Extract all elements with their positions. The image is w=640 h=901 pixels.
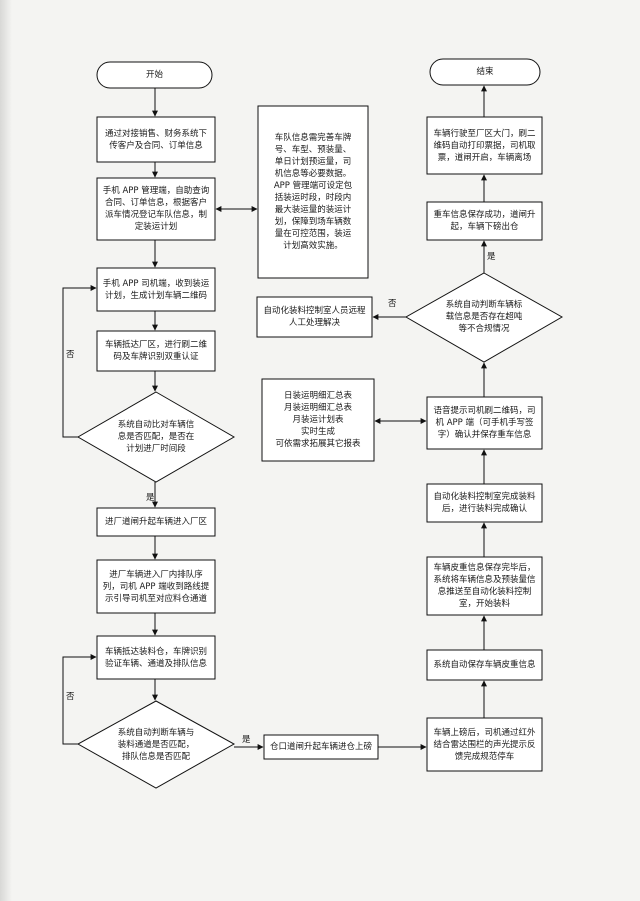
step-manual-handle: 自动化装料控制室人员远程 人工处理解决 [263, 306, 366, 328]
decision-channel-match: 系统自动判断车辆与 装料通道是否匹配， 排队信息是否匹配 [117, 728, 195, 762]
decision-overload: 系统自动判断车辆标 载信息是否存在超吨 等不合规情况 [445, 300, 523, 334]
arrow-D2-no-loop [62, 654, 97, 745]
box-R1 [426, 717, 543, 772]
box-L7 [96, 635, 216, 680]
decision-vehicle-match: 系统自动比对车辆信 息是否匹配，是否在 计划进厂时间段 [117, 420, 195, 454]
end-terminal-shape [429, 58, 541, 86]
step-queue-route: 进厂车辆进入厂内排队序 列，司机 APP 端收到路线提 示引导司机至对应料仓通道 [102, 569, 210, 604]
step-loading-confirm: 自动化装料控制室完成装料 后，进行装料完成确认 [433, 492, 536, 514]
box-L5 [96, 507, 216, 537]
box-R3 [426, 556, 543, 616]
label-no-d3: 否 [388, 299, 397, 309]
step-save-tare: 系统自动保存车辆皮重信息 [433, 660, 536, 670]
box-L3 [96, 267, 216, 312]
decision-D1 [76, 391, 236, 483]
step-voice-confirm: 语音提示司机刷二维码，司 机 APP 端（可手机手写签 字）确认并保存重车信息 [433, 406, 536, 440]
label-yes-d1: 是 [146, 493, 155, 503]
step-arrive-auth: 车辆抵达厂区，进行刷二维 码及车牌识别双重认证 [104, 340, 207, 362]
decision-D2 [76, 700, 236, 789]
step-app-plan: 手机 APP 管理端，自助查询 合同、订单信息，根据客户 派车情况登记车队信息，… [102, 186, 210, 232]
step-silo-verify: 车辆抵达装料仓，车牌识别 验证车辆、通道及排队信息 [104, 646, 207, 669]
step-driver-qr: 手机 APP 司机端，收到装运 计划，生成计划车辆二维码 [102, 278, 210, 301]
note-reports: 日装运明细汇总表 月装运明细汇总表 月装运计划表 实时生成 可依需求拓展其它报表 [275, 391, 361, 449]
end-terminal: 结束 [476, 67, 494, 77]
label-no-d2: 否 [66, 692, 75, 702]
start-terminal: 开始 [145, 70, 163, 80]
label-yes-d3: 是 [487, 252, 496, 262]
step-leave-plant: 车辆行驶至厂区大门，刷二 维码自动打印票据，司机取 票，道闸开启，车辆离场 [433, 128, 536, 163]
label-yes-d2: 是 [242, 735, 251, 745]
box-L6 [96, 559, 216, 614]
box-L2 [96, 177, 216, 241]
step-park-scale: 车辆上磅后，司机通过红外 结合雷达围栏的声光提示反 馈完成规范停车 [433, 727, 536, 762]
box-R2 [426, 649, 543, 681]
scan-shadow [0, 0, 12, 901]
note-fleet-info: 车队信息需完善车牌 号、车型、预装量、 单日计划预运量，司 机信息等必要数据。 … [273, 133, 353, 251]
step-sync-orders: 通过对接销售、财务系统下 传客户及合同、订单信息 [104, 128, 207, 151]
box-rep [261, 378, 375, 462]
decision-D3 [404, 272, 564, 363]
box-L4 [96, 330, 216, 372]
arrow-D1-no-loop [62, 285, 97, 438]
step-exit-scale: 重车信息保存成功，道闸升 起，车辆下磅出仓 [433, 210, 536, 232]
step-enter-gate: 进厂道闸升起车辆进入厂区 [104, 517, 207, 527]
step-push-loading: 车辆皮重信息保存完毕后， 系统将车辆信息及预装量信 息推送至自动化装料控制 室，… [433, 563, 536, 609]
box-L1 [96, 116, 216, 163]
step-scale-entry: 仓口道闸升起车辆进仓上磅 [269, 742, 372, 752]
label-no-d1: 否 [66, 350, 75, 360]
box-note1 [257, 105, 369, 279]
box-manual [256, 296, 373, 338]
